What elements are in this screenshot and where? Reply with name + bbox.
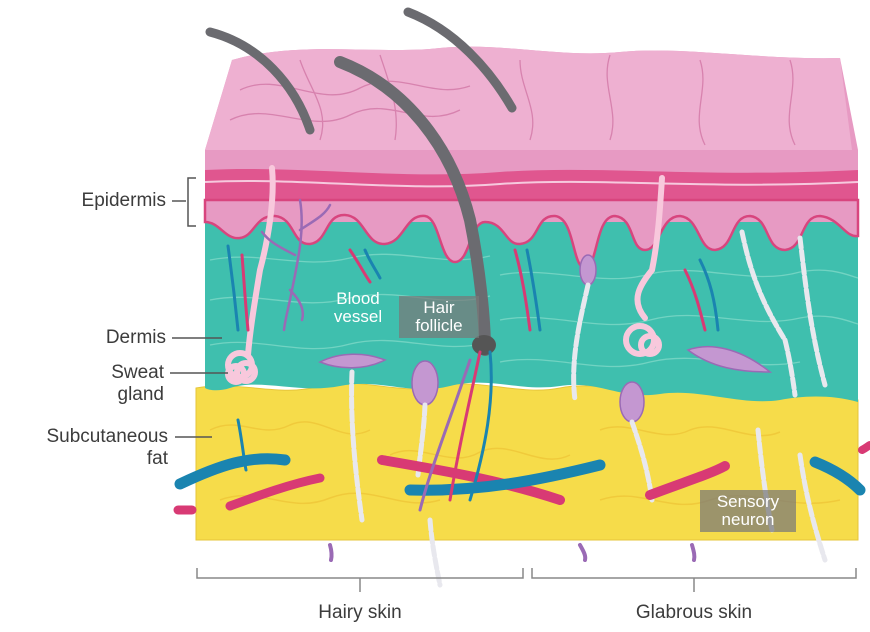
- hair-follicle-bulb: [472, 335, 496, 355]
- label-blood-vessel: Blood vessel: [318, 290, 398, 326]
- label-sensory-neuron-line2: neuron: [722, 510, 775, 529]
- label-sensory-neuron: Sensory neuron: [700, 490, 796, 532]
- label-hair-follicle-line1: Hair: [423, 298, 454, 317]
- label-hair-follicle-line2: follicle: [415, 316, 462, 335]
- label-sensory-neuron-line1: Sensory: [717, 492, 779, 511]
- label-epidermis: Epidermis: [40, 190, 166, 212]
- label-sweat-gland: Sweat gland: [40, 362, 164, 406]
- label-subcutaneous-line2: fat: [147, 448, 168, 469]
- label-hairy-skin: Hairy skin: [280, 602, 440, 624]
- label-blood-vessel-line1: Blood: [336, 289, 379, 308]
- label-glabrous-skin: Glabrous skin: [604, 602, 784, 624]
- label-subcutaneous-fat: Subcutaneous fat: [0, 426, 168, 470]
- label-hair-follicle: Hair follicle: [399, 296, 479, 338]
- label-blood-vessel-line2: vessel: [334, 307, 382, 326]
- label-dermis: Dermis: [40, 327, 166, 349]
- label-subcutaneous-line1: Subcutaneous: [47, 426, 169, 447]
- label-sweat-gland-line2: gland: [118, 384, 165, 405]
- label-sweat-gland-line1: Sweat: [111, 362, 164, 383]
- bottom-brackets: [197, 568, 856, 592]
